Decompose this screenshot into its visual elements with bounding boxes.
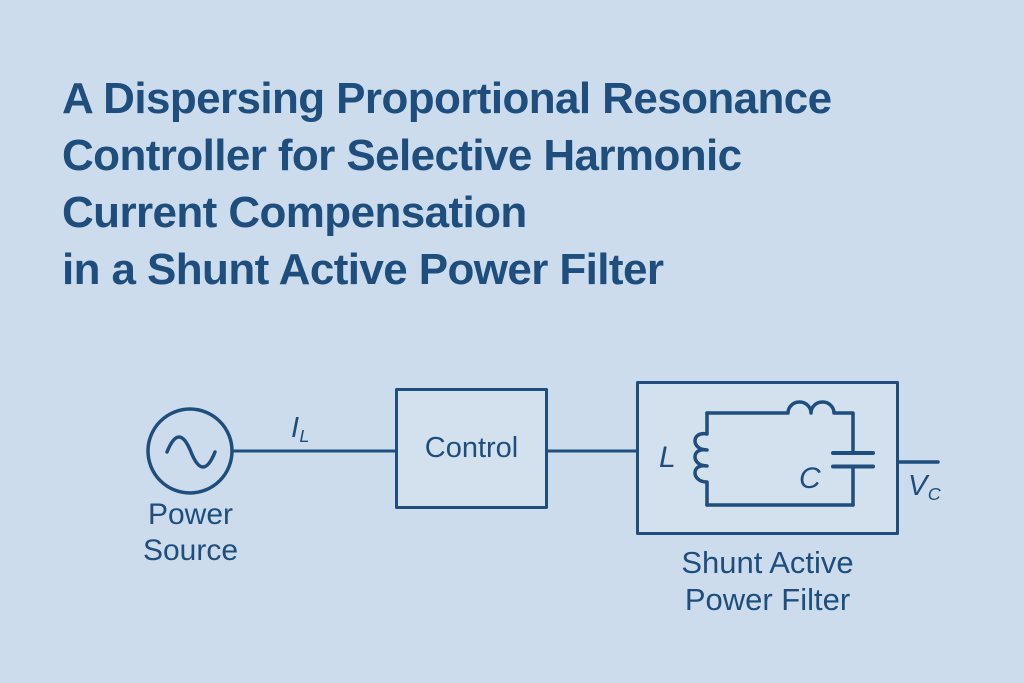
inductor-coil-icon: [693, 411, 709, 507]
sine-wave-icon: [165, 435, 217, 469]
output-voltage-subscript: C: [927, 484, 941, 505]
title-line-2: Controller for Selective Harmonic: [62, 131, 742, 180]
title-line-1: A Dispersing Proportional Resonance: [62, 74, 832, 123]
filter-box-label: Shunt Active Power Filter: [637, 544, 898, 618]
power-source-label-line-1: Power: [147, 498, 234, 531]
filter-box-label-line-1: Shunt Active: [681, 545, 854, 580]
inductor-label: L: [659, 441, 676, 474]
output-voltage-base: V: [908, 470, 928, 502]
filter-box-label-line-2: Power Filter: [684, 582, 851, 617]
inductor-horizontal-icon: [705, 400, 855, 454]
filter-box: [636, 381, 899, 535]
title-line-3: Current Compensation: [62, 188, 527, 237]
page-title: A Dispersing Proportional Resonance Cont…: [62, 70, 832, 298]
output-voltage-label: VC: [908, 470, 941, 505]
title-line-4: in a Shunt Active Power Filter: [62, 245, 664, 294]
capacitor-label: C: [799, 462, 821, 495]
current-label-subscript: L: [299, 426, 310, 447]
control-box: [395, 388, 548, 509]
current-label: IL: [291, 412, 310, 447]
control-box-label: Control: [424, 432, 519, 464]
power-source-label: Power Source: [120, 497, 261, 569]
current-label-base: I: [291, 412, 300, 444]
power-source-label-line-2: Source: [142, 534, 239, 567]
